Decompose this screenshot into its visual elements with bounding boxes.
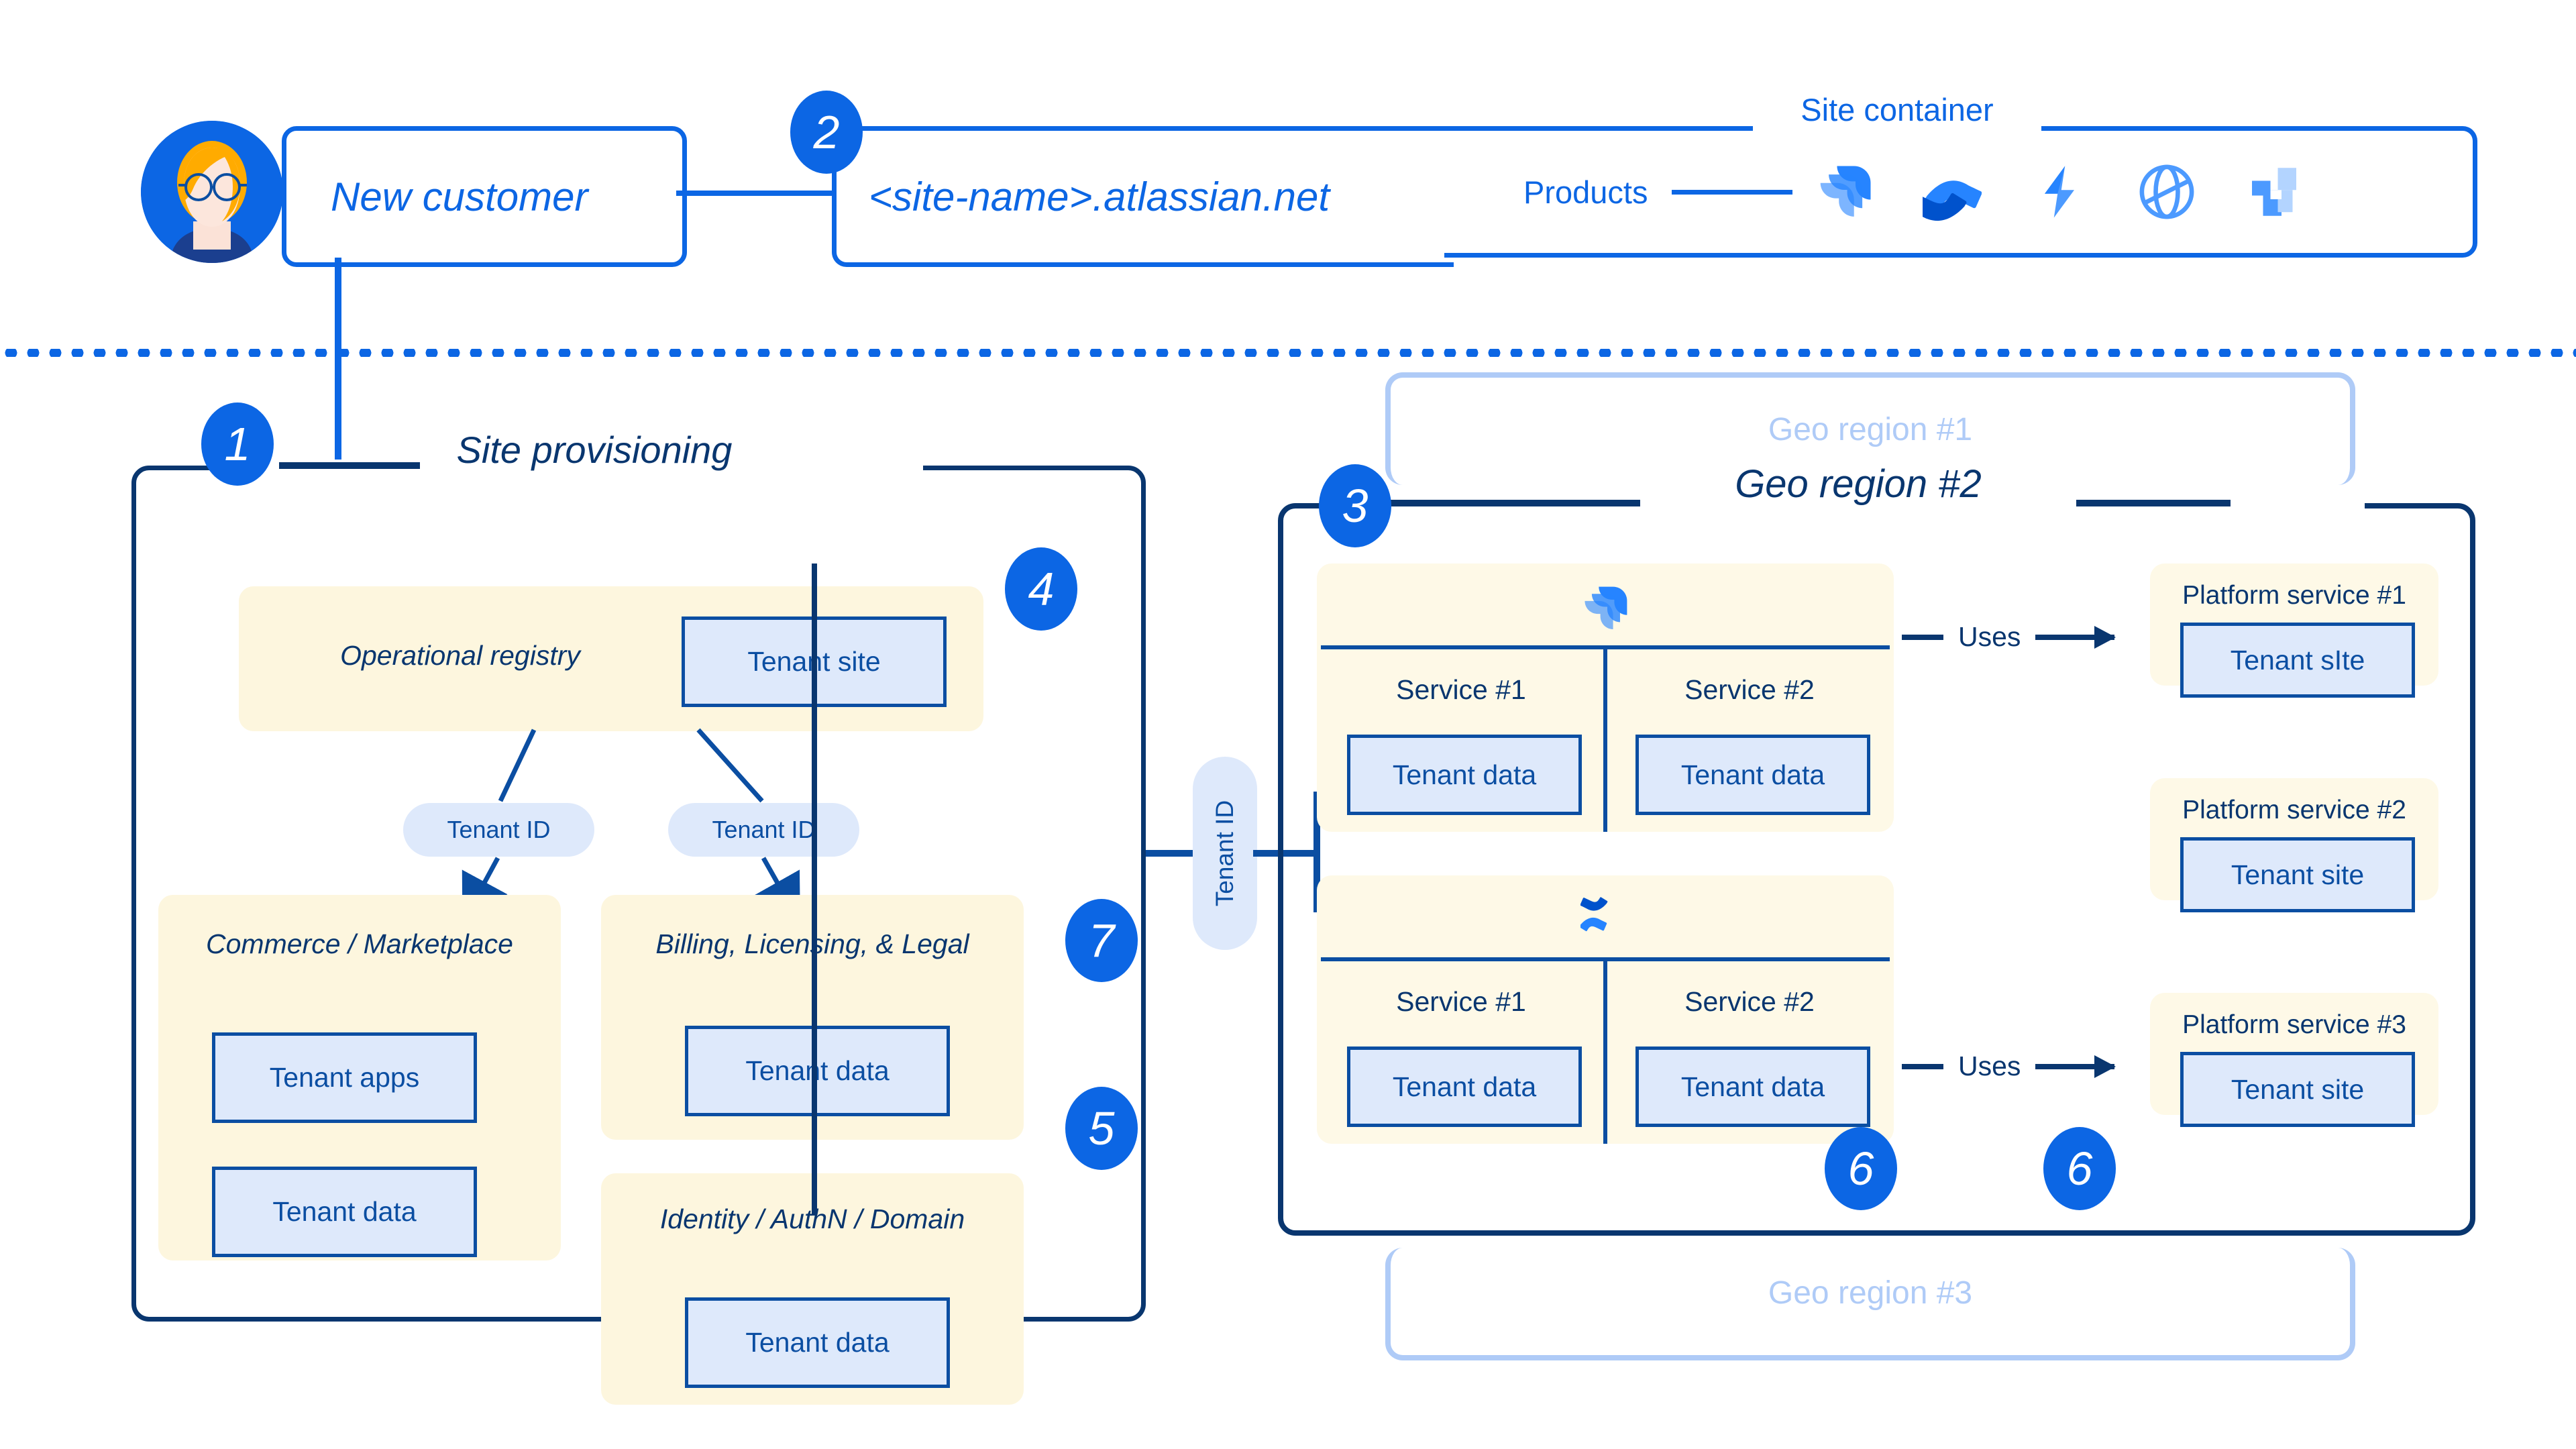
confluence-icon [1580,897,1608,932]
step-badge-6-right: 6 [2043,1127,2116,1210]
commerce-title: Commerce / Marketplace [206,928,513,959]
avatar [141,121,283,263]
platform-service-1-tenant-site: Tenant sIte [2180,623,2415,698]
connector-customer-to-provisioning [335,258,341,470]
tenant-id-pill-right: Tenant ID [668,803,859,857]
step-badge-3: 3 [1319,464,1391,547]
site-provisioning-legend: Site provisioning [420,428,769,472]
platform-service-2-tenant-site: Tenant site [2180,837,2415,912]
operational-registry-title: Operational registry [340,640,580,671]
step-badge-1: 1 [201,402,274,486]
billing-tenant-data-box: Tenant data [685,1026,950,1116]
connector-tenantid-to-geo [1253,850,1320,857]
geo-region-3-card: Geo region #3 [1385,1248,2355,1360]
confluence-product-card: Service #1 Service #2 Tenant data Tenant… [1317,875,1894,1144]
tenant-id-pill-left: Tenant ID [403,803,594,857]
card-vertical-rule [1603,957,1607,1144]
compass-icon [2140,164,2194,219]
uses-arrow [2035,1055,2116,1078]
avatar-illustration [141,121,283,263]
step-badge-4: 4 [1005,547,1077,631]
uses-dash [1902,634,1943,640]
geo-region-2-vertical-divider [812,564,817,1216]
confluence-service-1-title: Service #1 [1396,986,1526,1017]
tenant-id-connector-pill: Tenant ID [1193,757,1257,950]
uses-dash [1902,1063,1943,1069]
geo-region-2-panel: Geo region #2 Service #1 Service #2 Tena… [1278,462,2475,1236]
platform-service-1-card: Platform service #1 Tenant sIte [2150,564,2438,698]
platform-service-2-title: Platform service #2 [2182,796,2406,824]
new-customer-label: New customer [331,174,588,219]
operational-registry-card: Operational registry Tenant site [239,586,983,731]
uses-connector-2: Uses [1902,1051,2116,1082]
platform-service-1-title: Platform service #1 [2182,581,2406,610]
tenant-id-connector-label: Tenant ID [1211,800,1238,907]
site-name-label: <site-name>.atlassian.net [869,174,1330,219]
uses-label-2: Uses [1958,1051,2021,1081]
geo-region-1-card: Geo region #1 [1385,372,2355,485]
site-name-box: <site-name>.atlassian.net [832,126,1454,267]
platform-service-3-tenant-site: Tenant site [2180,1052,2415,1127]
jira-service-1-tenant-data: Tenant data [1347,735,1582,815]
uses-label-1: Uses [1958,621,2021,652]
site-provisioning-panel: Site provisioning Operational registry T… [131,428,1146,1405]
legend-tick [279,462,474,469]
trello-icon [2252,168,2297,216]
confluence-service-1-tenant-data: Tenant data [1347,1046,1582,1127]
products-connector [1672,189,1793,195]
confluence-service-2-tenant-data: Tenant data [1635,1046,1870,1127]
legend-tick-right [2056,500,2231,506]
geo-region-1-label: Geo region #1 [1768,412,1973,447]
confluence-icon [1923,180,1982,221]
environment-divider [0,349,2576,357]
geo-region-2-legend: Geo region #2 [1640,462,2076,506]
platform-service-2-card: Platform service #2 Tenant site [2150,778,2438,912]
connector-provisioning-to-tenantid [1146,850,1198,857]
commerce-marketplace-card: Commerce / Marketplace Tenant apps Tenan… [158,895,561,1260]
identity-tenant-data-box: Tenant data [685,1297,950,1388]
jira-service-2-title: Service #2 [1684,674,1815,705]
step-badge-2: 2 [790,91,863,174]
jira-card-logo [1317,584,1894,633]
jira-product-card: Service #1 Service #2 Tenant data Tenant… [1317,564,1894,832]
new-customer-box: New customer [282,126,687,267]
step-badge-5: 5 [1065,1087,1138,1170]
platform-service-3-card: Platform service #3 Tenant site [2150,993,2438,1127]
commerce-tenant-apps-box: Tenant apps [212,1032,477,1123]
platform-service-3-title: Platform service #3 [2182,1010,2406,1039]
connector-geo-vertical [1313,792,1320,912]
jira-icon [1821,166,1871,217]
site-container-panel: Site container Products [1444,91,2477,258]
site-container-legend: Site container [1760,91,2035,128]
jira-service-1-title: Service #1 [1396,674,1526,705]
jira-icon [1585,586,1627,629]
confluence-card-logo [1317,896,1894,945]
uses-arrow [2035,625,2116,649]
step-badge-7: 7 [1065,899,1138,982]
card-vertical-rule [1603,645,1607,832]
legend-tick-left [1379,500,1654,506]
confluence-service-2-title: Service #2 [1684,986,1815,1017]
commerce-tenant-data-box: Tenant data [212,1167,477,1257]
jira-service-2-tenant-data: Tenant data [1635,735,1870,815]
step-badge-6-left: 6 [1825,1127,1897,1210]
bitbucket-icon [2045,166,2075,218]
products-label: Products [1523,174,1648,210]
uses-connector-1: Uses [1902,621,2116,653]
registry-arrows [462,728,800,922]
connector-customer-to-site [676,191,836,196]
geo-region-3-label: Geo region #3 [1768,1275,1973,1311]
